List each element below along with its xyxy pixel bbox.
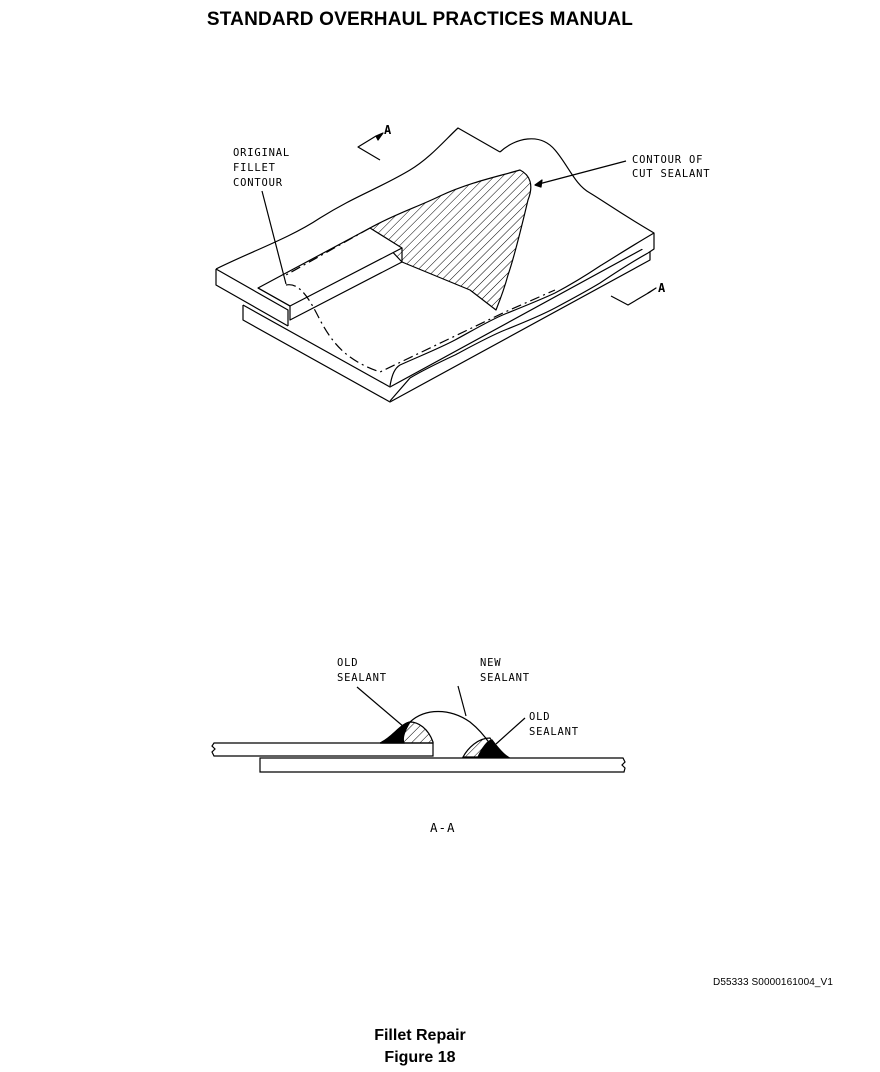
leader-new [457,685,467,717]
callout-new-line2: SEALANT [480,672,530,684]
section-arrow-bottom [610,287,657,306]
callout-cut-line1: CONTOUR OF [632,154,703,166]
callout-old-right-line2: SEALANT [529,726,579,738]
section-lower-plate [259,757,626,773]
section-arrow-top [357,132,384,161]
section-view-label: A-A [430,820,456,835]
section-marker-bottom-label: A [658,281,666,295]
callout-old-left-line2: SEALANT [337,672,387,684]
drawing-id: D55333 S0000161004_V1 [713,977,833,988]
callout-original-line3: CONTOUR [233,177,283,189]
manual-title: STANDARD OVERHAUL PRACTICES MANUAL [206,9,634,30]
section-marker-top-label: A [384,123,392,137]
fillet-strip [257,227,403,321]
isometric-view [215,127,657,403]
callout-cut-line2: CUT SEALANT [632,168,710,180]
leader-cut-sealant [534,160,627,186]
callout-new-line1: NEW [480,657,501,669]
callout-original-line2: FILLET [233,162,276,174]
callout-old-right-line1: OLD [529,711,550,723]
fillet-ridge [389,138,655,402]
leader-old-left [356,686,405,728]
figure-title: Fillet Repair [374,1027,466,1044]
lower-plate [242,244,651,403]
callout-original-line1: ORIGINAL [233,147,290,159]
upper-plate [215,127,501,327]
leader-old-right [495,717,526,745]
cut-sealant-hatch [369,169,532,311]
section-view [211,685,626,773]
callout-old-left-line1: OLD [337,657,358,669]
section-upper-plate [211,742,434,757]
leader-original-fillet [261,190,287,285]
original-contour-dashed [285,284,556,373]
figure-number: Figure 18 [384,1049,456,1066]
